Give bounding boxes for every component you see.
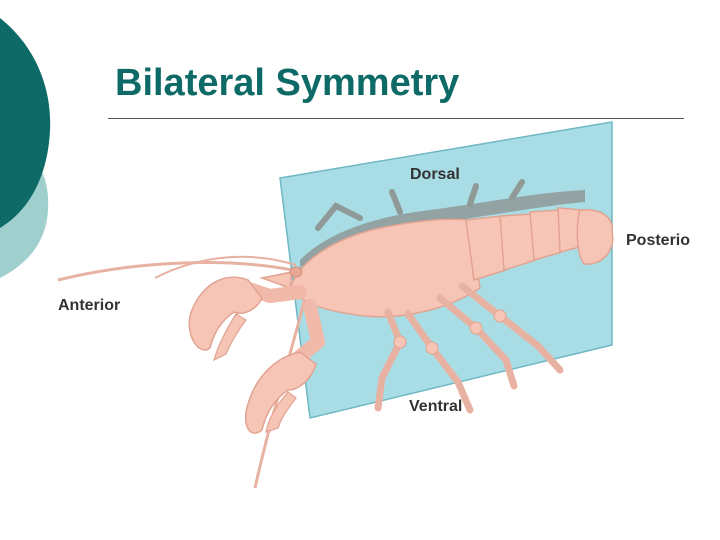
antenna-left xyxy=(58,263,292,280)
eye xyxy=(290,267,302,277)
title-underline xyxy=(108,118,684,119)
ventral-label: Ventral xyxy=(409,398,462,416)
rostrum xyxy=(262,272,292,288)
dorsal-label: Dorsal xyxy=(410,166,460,184)
anterior-label: Anterior xyxy=(58,297,120,315)
posterior-label: Posterio xyxy=(626,232,690,250)
slide-title: Bilateral Symmetry xyxy=(115,62,459,105)
crayfish-symmetry-diagram xyxy=(0,120,720,540)
